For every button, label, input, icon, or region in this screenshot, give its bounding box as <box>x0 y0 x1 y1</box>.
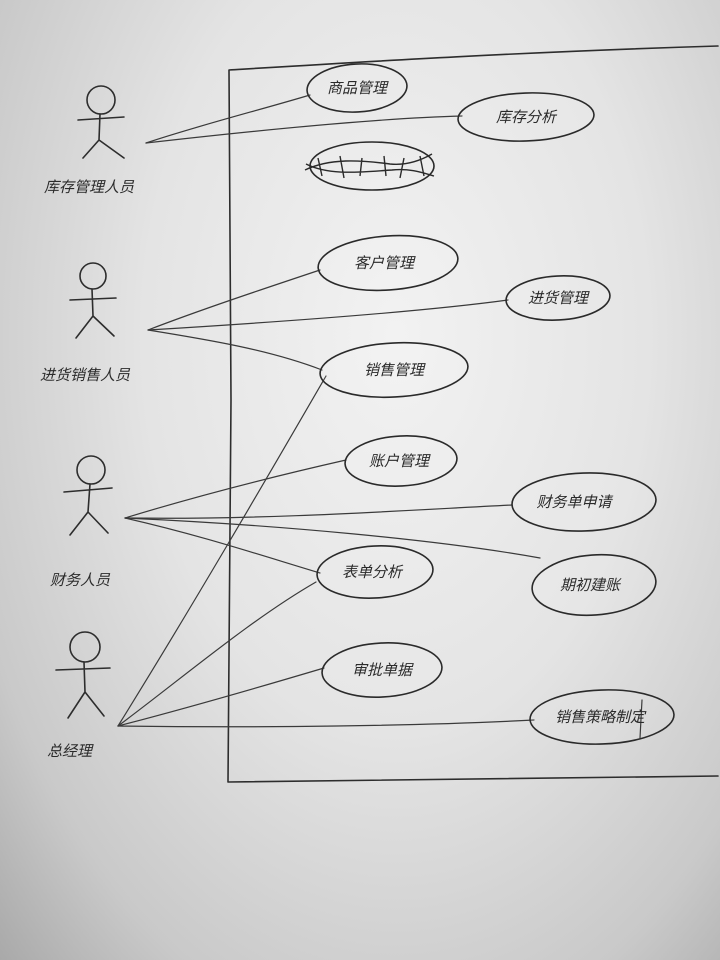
actor-inventory-manager: 库存管理人员 <box>44 85 135 196</box>
use-case-product-management: 商品管理 <box>306 63 408 113</box>
actor-label: 总经理 <box>47 742 94 760</box>
association-lines <box>117 94 541 728</box>
use-case-label: 账户管理 <box>369 452 431 470</box>
use-case-label: 商品管理 <box>327 79 389 97</box>
use-case-stock-analysis: 库存分析 <box>457 92 595 142</box>
strategy-divider-stroke <box>639 699 643 739</box>
use-case-opening-balance: 期初建账 <box>531 553 657 617</box>
use-case-label: 销售策略制定 <box>555 708 647 726</box>
use-case-sales-strategy: 销售策略制定 <box>529 689 675 745</box>
association-purchase-sales <box>147 329 323 371</box>
use-case-approve-documents: 审批单据 <box>321 642 443 698</box>
actor-label: 库存管理人员 <box>44 178 135 196</box>
use-case-label: 审批单据 <box>352 661 414 679</box>
association-finance-finance-app <box>124 504 513 519</box>
use-case-report-analysis: 表单分析 <box>316 545 434 599</box>
use-case-label: 财务单申请 <box>536 493 613 511</box>
use-case-label: 客户管理 <box>354 254 416 272</box>
association-finance-account <box>124 459 347 519</box>
association-manager-strategy <box>117 719 535 728</box>
use-case-label: 销售管理 <box>364 361 426 379</box>
use-case-crossed-out <box>304 141 435 191</box>
use-case-label: 进货管理 <box>528 289 590 307</box>
actor-finance-staff: 财务人员 <box>50 455 113 589</box>
use-case-label: 库存分析 <box>496 108 558 126</box>
association-manager-report <box>117 581 317 727</box>
association-manager-approve <box>117 667 325 727</box>
stick-figure-icon <box>55 631 111 719</box>
association-purchase-customer <box>147 269 321 331</box>
actor-label: 进货销售人员 <box>40 366 131 384</box>
use-case-sales-management: 销售管理 <box>319 341 469 399</box>
stick-figure-icon <box>77 85 125 159</box>
use-case-label: 表单分析 <box>342 563 404 581</box>
actor-label: 财务人员 <box>50 571 111 589</box>
association-finance-report <box>124 517 321 574</box>
association-manager-sales <box>117 375 327 727</box>
stick-figure-icon <box>69 262 117 339</box>
use-case-account-management: 账户管理 <box>344 435 458 487</box>
actor-purchase-sales-staff: 进货销售人员 <box>40 262 131 384</box>
association-inventory-product <box>145 94 311 144</box>
association-finance-opening <box>124 517 541 559</box>
association-inventory-stock-analysis <box>145 115 463 144</box>
use-case-purchase-management: 进货管理 <box>505 275 611 321</box>
use-case-label: 期初建账 <box>560 576 622 594</box>
actor-general-manager: 总经理 <box>47 631 111 760</box>
scribble-strikeout <box>304 153 435 179</box>
stick-figure-icon <box>63 455 113 536</box>
use-case-finance-application: 财务单申请 <box>511 472 657 532</box>
association-purchase-purchase-mgmt <box>147 299 509 331</box>
use-case-customer-management: 客户管理 <box>317 234 459 292</box>
system-boundary <box>227 45 719 783</box>
